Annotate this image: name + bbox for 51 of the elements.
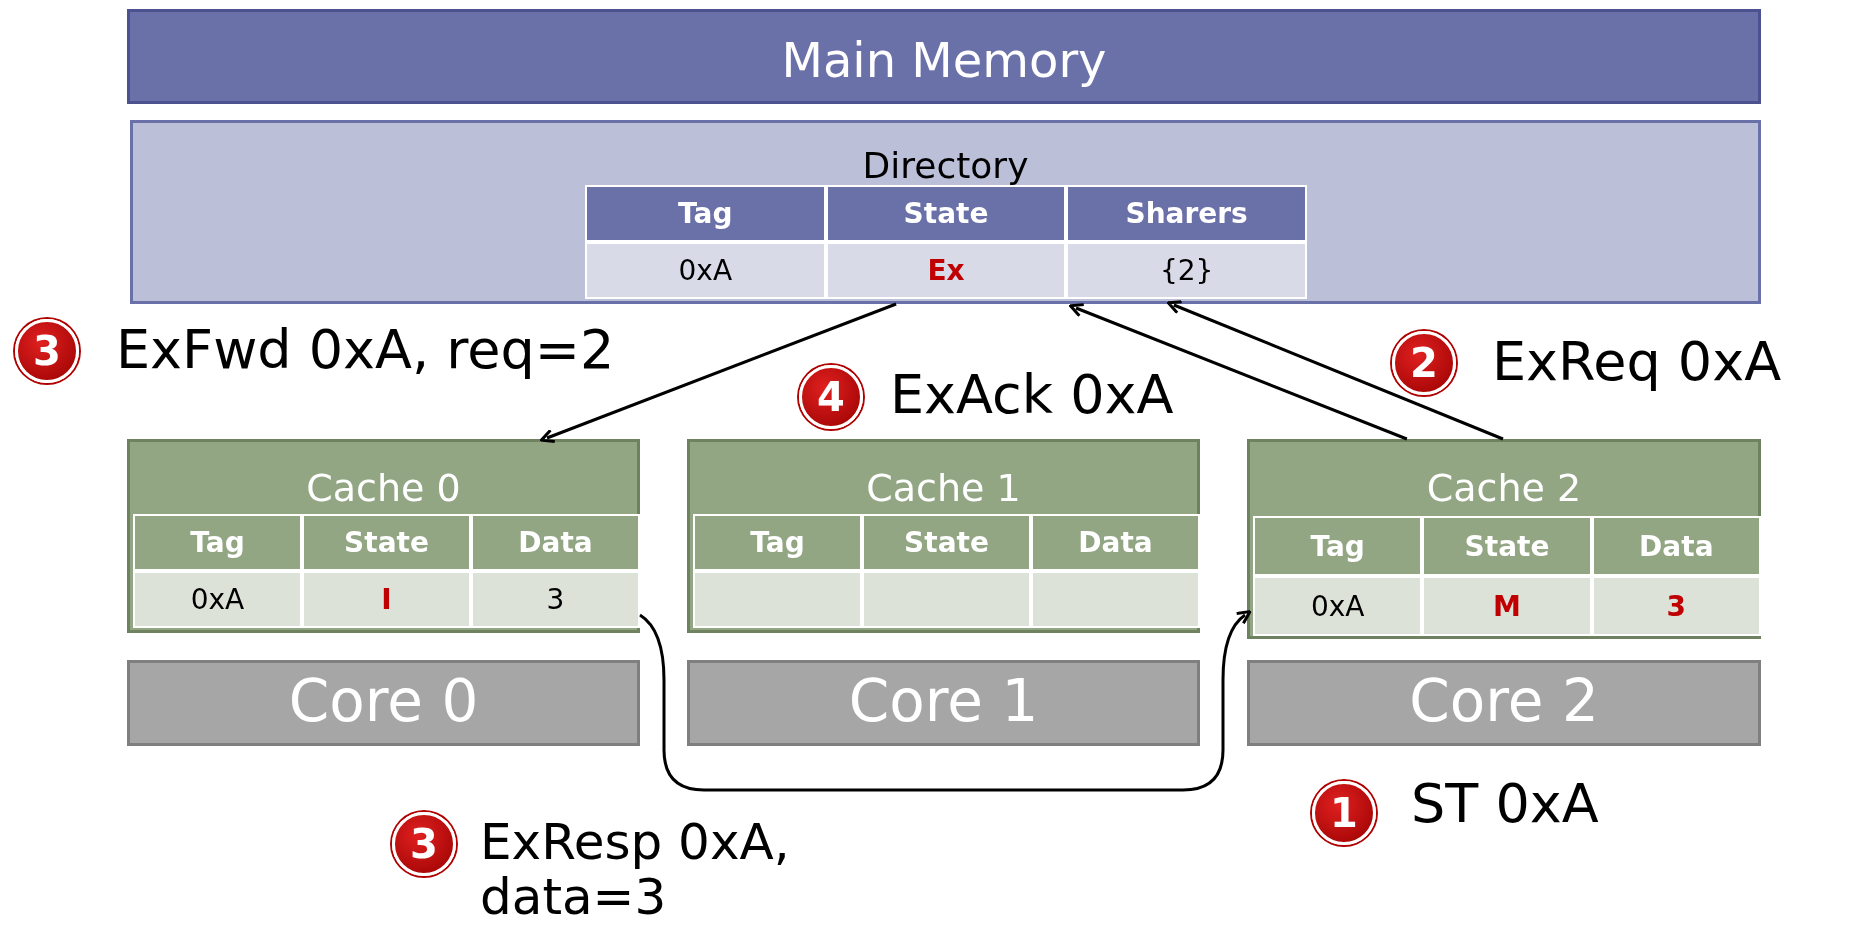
table-cell: 3 [471,571,640,628]
cache-panel [1247,439,1761,639]
table-cell: {2} [1066,242,1307,299]
directory-panel [130,120,1761,304]
column-header: State [1422,516,1592,576]
cache-panel [687,439,1200,633]
column-header: State [825,185,1067,242]
core-box [687,660,1200,746]
table-cell: 3 [1591,576,1761,636]
box-title: Core 2 [1409,667,1599,735]
table-cell: M [1422,576,1592,636]
box-title: Core 0 [288,667,479,735]
box-title: Directory [862,145,1029,186]
step-number-badge: 4 [799,365,863,429]
column-header: Tag [133,514,302,571]
table-cell: 0xA [585,242,826,299]
column-header: Data [1591,516,1761,576]
core-box [127,660,640,746]
arrow [1068,303,1408,441]
arrow [639,609,1252,792]
edge-label: ExFwd 0xA, req=2 [116,318,615,383]
box-title: Core 1 [848,667,1039,735]
column-header: Data [1031,514,1200,571]
edge-label: ExReq 0xA [1492,330,1782,395]
arrow [1166,300,1504,441]
box-title: Cache 1 [866,466,1021,510]
column-header: State [862,514,1031,571]
edge-label: ExAck 0xA [890,363,1174,428]
box-title: Cache 2 [1426,466,1582,510]
core-box [1247,660,1761,746]
memory-bar [127,9,1761,104]
step-number-badge: 3 [15,319,79,383]
column-header: Sharers [1066,185,1307,242]
table-cell: 0xA [1253,576,1423,636]
step-number-badge: 1 [1312,781,1376,845]
step-number-badge: 3 [392,812,456,876]
column-header: Tag [693,514,862,571]
note-text: ST 0xA [1411,772,1599,837]
table-cell: I [302,571,471,628]
table-cell: Ex [825,242,1067,299]
arrow [539,302,897,443]
edge-label: ExResp 0xA, data=3 [480,815,791,925]
box-title: Main Memory [781,32,1107,88]
box-title: Cache 0 [306,466,461,510]
cache-panel [127,439,640,633]
step-number-badge: 2 [1392,331,1456,395]
column-header: Tag [1253,516,1423,576]
column-header: State [302,514,471,571]
table-cell: 0xA [133,571,302,628]
column-header: Data [471,514,640,571]
column-header: Tag [585,185,826,242]
